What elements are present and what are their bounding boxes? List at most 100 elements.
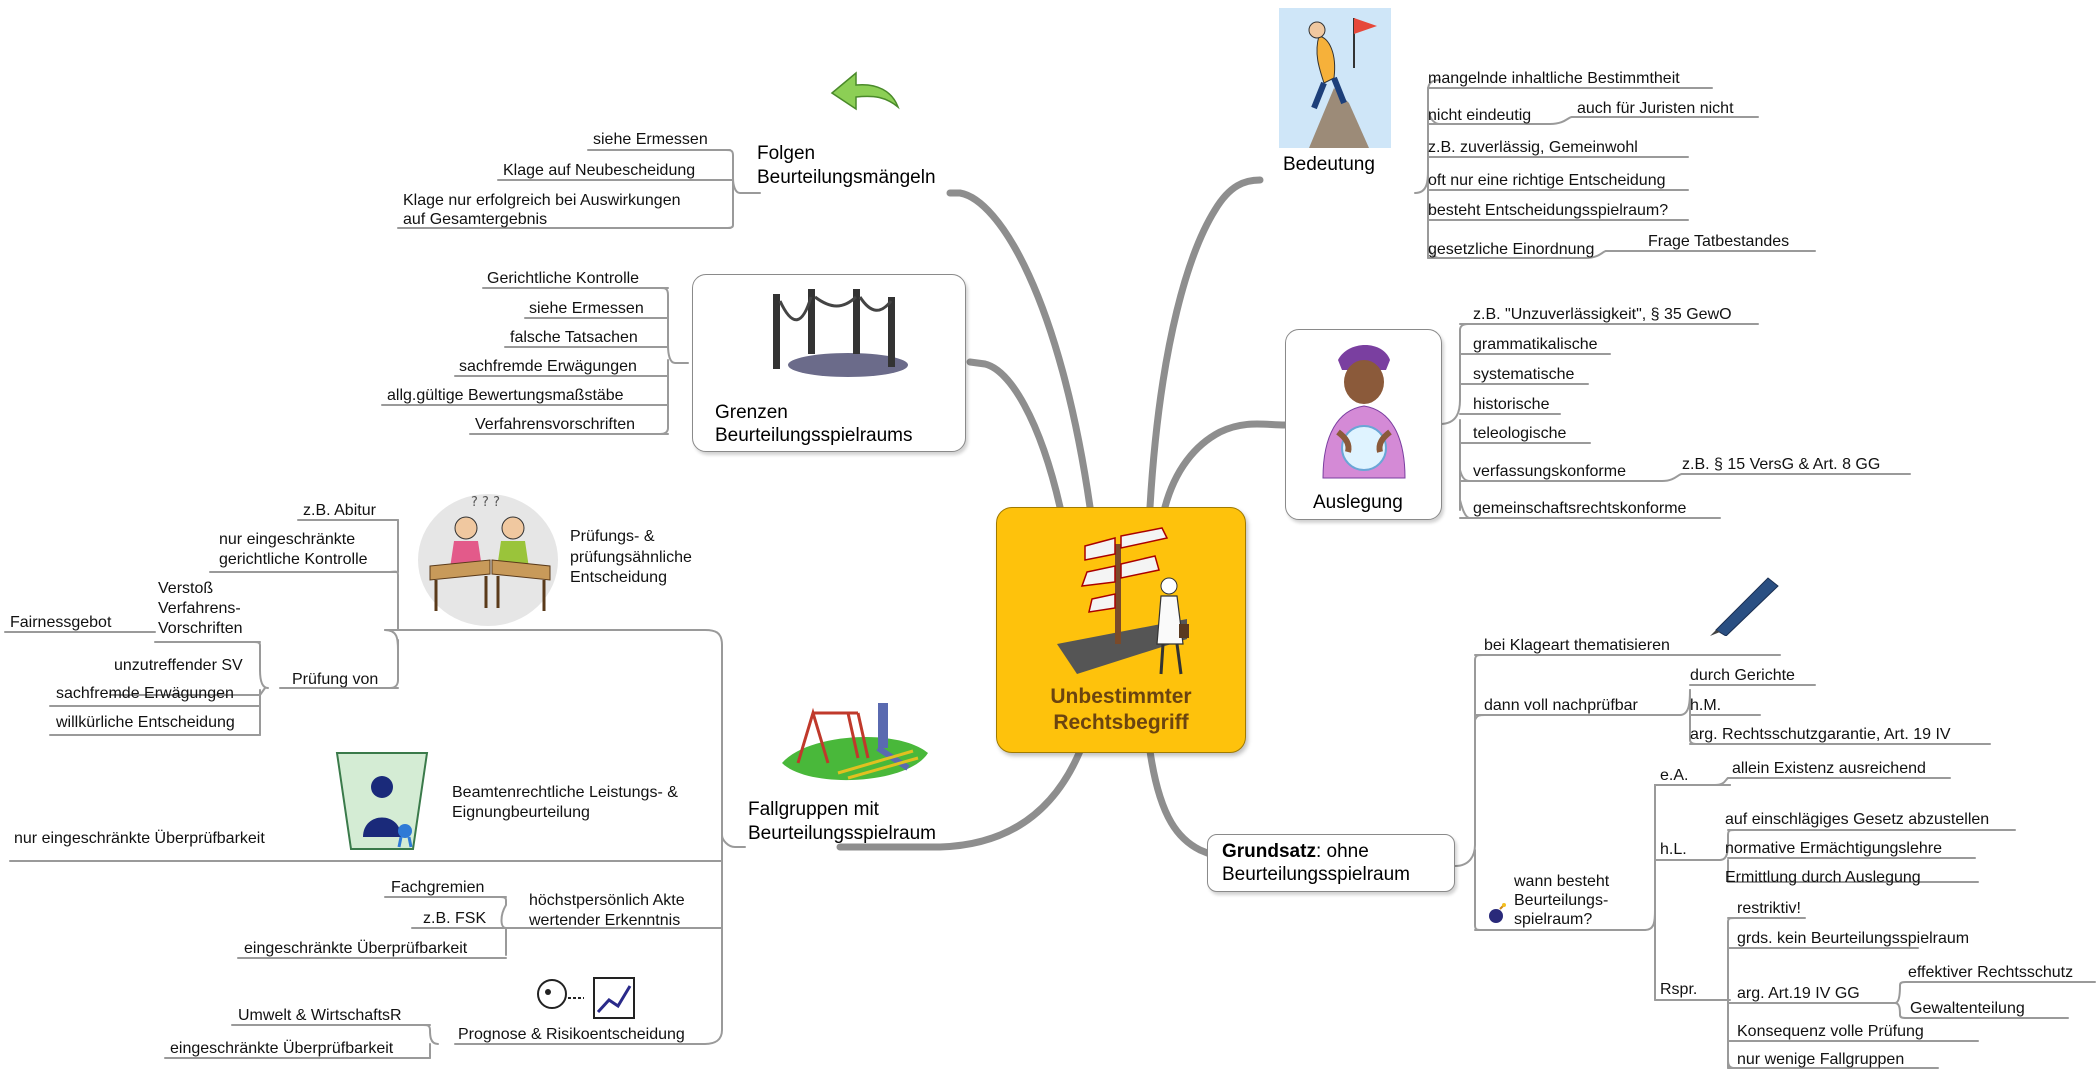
grenzen-item-5[interactable]: allg.gültige Bewertungsmaßstäbe [387, 387, 624, 404]
rspr-item-1[interactable]: restriktiv! [1737, 900, 1801, 917]
grenzen-item-6[interactable]: Verfahrensvorschriften [475, 416, 636, 433]
rspr-item-2[interactable]: grds. kein Beurteilungsspielraum [1737, 930, 1970, 947]
bedeutung-sub-einordnung[interactable]: Frage Tatbestandes [1648, 233, 1790, 250]
pruefung-nur-eing-2[interactable]: gerichtliche Kontrolle [219, 551, 368, 568]
grundsatz-wann-line1[interactable]: wann besteht [1514, 873, 1610, 890]
mountain-climber-icon [1279, 8, 1391, 148]
rspr-item-4[interactable]: Konsequenz volle Prüfung [1737, 1023, 1924, 1040]
grundsatz-title-line1: Grundsatz: ohne [1222, 840, 1369, 864]
branch-grundsatz-box[interactable]: Grundsatz: ohne Beurteilungsspielraum [1207, 834, 1455, 892]
hoechst-title-2[interactable]: wertender Erkenntnis [529, 912, 681, 929]
pruefung-fairness[interactable]: Fairnessgebot [10, 614, 112, 631]
auslegung-item-4[interactable]: historische [1473, 396, 1550, 413]
playground-icon [782, 703, 928, 781]
bedeutung-item-6[interactable]: gesetzliche Einordnung [1428, 241, 1595, 258]
branch-auslegung-box[interactable]: Auslegung [1285, 329, 1442, 520]
prognose-item-1[interactable]: Umwelt & WirtschaftsR [238, 1007, 402, 1024]
grenzen-item-2[interactable]: siehe Ermessen [529, 300, 644, 317]
auslegung-item-6[interactable]: verfassungskonforme [1473, 463, 1626, 480]
central-title-line2: Rechtsbegriff [1053, 711, 1189, 734]
arg-item-2[interactable]: Gewaltenteilung [1910, 1000, 2025, 1017]
beamten-item[interactable]: nur eingeschränkte Überprüfbarkeit [14, 830, 265, 847]
auslegung-sub-verfassung[interactable]: z.B. § 15 VersG & Art. 8 GG [1682, 456, 1881, 473]
grundsatz-title-rest: : ohne [1315, 841, 1369, 862]
bedeutung-sub-nicht-eindeutig[interactable]: auch für Juristen nicht [1577, 100, 1734, 117]
hoechst-title-1[interactable]: höchstpersönlich Akte [529, 892, 685, 909]
prognose-title[interactable]: Prognose & Risikoentscheidung [458, 1026, 685, 1043]
pruefung-item-1[interactable]: unzutreffender SV [114, 657, 243, 674]
hoechst-item-2[interactable]: z.B. FSK [423, 910, 487, 927]
branch-grenzen-title-1: Grenzen [715, 402, 788, 423]
beamten-title-2[interactable]: Eignungbeurteilung [452, 804, 590, 821]
award-certificate-icon [335, 752, 429, 850]
grundsatz-title-bold: Grundsatz [1222, 841, 1316, 862]
hl-item-2[interactable]: normative Ermächtigungslehre [1725, 840, 1942, 857]
branch-auslegung-title: Auslegung [1313, 492, 1403, 513]
arg-item-1[interactable]: effektiver Rechtsschutz [1908, 964, 2074, 981]
auslegung-item-5[interactable]: teleologische [1473, 425, 1567, 442]
grenzen-item-1[interactable]: Gerichtliche Kontrolle [487, 270, 640, 287]
pruefung-title-3[interactable]: Entscheidung [570, 569, 667, 586]
wann-rspr[interactable]: Rspr. [1660, 981, 1698, 998]
branch-folgen-title-2[interactable]: Beurteilungsmängeln [757, 167, 936, 188]
beamten-title-1[interactable]: Beamtenrechtliche Leistungs- & [452, 784, 678, 801]
grenzen-item-3[interactable]: falsche Tatsachen [510, 329, 638, 346]
grundsatz-klageart[interactable]: bei Klageart thematisieren [1484, 637, 1670, 654]
auslegung-item-3[interactable]: systematische [1473, 366, 1575, 383]
bedeutung-item-4[interactable]: oft nur eine richtige Entscheidung [1428, 172, 1666, 189]
voll-item-2[interactable]: h.M. [1690, 697, 1722, 714]
branch-grenzen-title-2: Beurteilungsspielraums [715, 425, 913, 446]
central-topic[interactable]: Unbestimmter Rechtsbegriff [996, 507, 1246, 753]
pruefung-title-1[interactable]: Prüfungs- & [570, 528, 655, 545]
pruefung-verstoss-3[interactable]: Vorschriften [158, 620, 243, 637]
forecast-chart-icon [537, 977, 635, 1019]
pruefung-verstoss-2[interactable]: Verfahrens- [158, 600, 241, 617]
hl-item-1[interactable]: auf einschlägiges Gesetz abzustellen [1725, 811, 1990, 828]
auslegung-item-7[interactable]: gemeinschaftsrechtskonforme [1473, 500, 1687, 517]
folgen-klage-line1[interactable]: Klage nur erfolgreich bei Auswirkungen [403, 192, 681, 209]
bedeutung-item-1[interactable]: mangelnde inhaltliche Bestimmtheit [1428, 70, 1680, 87]
auslegung-item-1[interactable]: z.B. "Unzuverlässigkeit", § 35 GewO [1473, 306, 1732, 323]
pruefung-von[interactable]: Prüfung von [292, 671, 379, 688]
hl-item-3[interactable]: Ermittlung durch Auslegung [1725, 869, 1921, 886]
pruefung-item-3[interactable]: willkürliche Entscheidung [56, 714, 235, 731]
grundsatz-wann-line2[interactable]: Beurteilungs- [1514, 892, 1609, 909]
branch-fallgruppen-title-2[interactable]: Beurteilungsspielraum [748, 823, 936, 844]
wann-hl[interactable]: h.L. [1660, 841, 1687, 858]
exam-students-icon: ? ? ? [418, 494, 558, 626]
hoechst-item-1[interactable]: Fachgremien [391, 879, 485, 896]
ea-item[interactable]: allein Existenz ausreichend [1732, 760, 1926, 777]
pruefung-verstoss-1[interactable]: Verstoß [158, 580, 214, 597]
rspr-item-5[interactable]: nur wenige Fallgruppen [1737, 1051, 1905, 1068]
auslegung-item-2[interactable]: grammatikalische [1473, 336, 1598, 353]
fountain-pen-icon [1710, 577, 1779, 636]
wann-ea[interactable]: e.A. [1660, 767, 1689, 784]
rope-barrier-icon [773, 289, 908, 377]
hoechst-item-3[interactable]: eingeschränkte Überprüfbarkeit [244, 940, 468, 957]
pruefung-abitur[interactable]: z.B. Abitur [303, 502, 376, 519]
folgen-item-1[interactable]: siehe Ermessen [593, 131, 708, 148]
pruefung-item-2[interactable]: sachfremde Erwägungen [56, 685, 234, 702]
bedeutung-item-5[interactable]: besteht Entscheidungsspielraum? [1428, 202, 1669, 219]
branch-grenzen-box[interactable]: Grenzen Beurteilungsspielraums [692, 274, 966, 452]
bedeutung-item-3[interactable]: z.B. zuverlässig, Gemeinwohl [1428, 139, 1638, 156]
rspr-item-3[interactable]: arg. Art.19 IV GG [1737, 985, 1860, 1002]
grundsatz-voll-nachpruefbar[interactable]: dann voll nachprüfbar [1484, 697, 1638, 714]
grenzen-item-4[interactable]: sachfremde Erwägungen [459, 358, 637, 375]
signpost-illustration-icon [1057, 527, 1189, 675]
branch-bedeutung-title[interactable]: Bedeutung [1283, 154, 1375, 175]
grundsatz-wann-line3[interactable]: spielraum? [1514, 911, 1593, 928]
voll-item-1[interactable]: durch Gerichte [1690, 667, 1795, 684]
folgen-klage-line2[interactable]: auf Gesamtergebnis [403, 211, 548, 228]
pruefung-title-2[interactable]: prüfungsähnliche [570, 549, 692, 566]
fortune-teller-icon [1322, 345, 1406, 479]
folgen-item-2[interactable]: Klage auf Neubescheidung [503, 162, 696, 179]
bomb-icon [1489, 903, 1506, 923]
branch-folgen-title-1[interactable]: Folgen [757, 143, 816, 164]
bedeutung-item-2[interactable]: nicht eindeutig [1428, 107, 1532, 124]
voll-item-3[interactable]: arg. Rechtsschutzgarantie, Art. 19 IV [1690, 726, 1951, 743]
pruefung-nur-eing-1[interactable]: nur eingeschränkte [219, 531, 356, 548]
branch-fallgruppen-title-1[interactable]: Fallgruppen mit [748, 799, 879, 820]
prognose-item-2[interactable]: eingeschränkte Überprüfbarkeit [170, 1040, 394, 1057]
